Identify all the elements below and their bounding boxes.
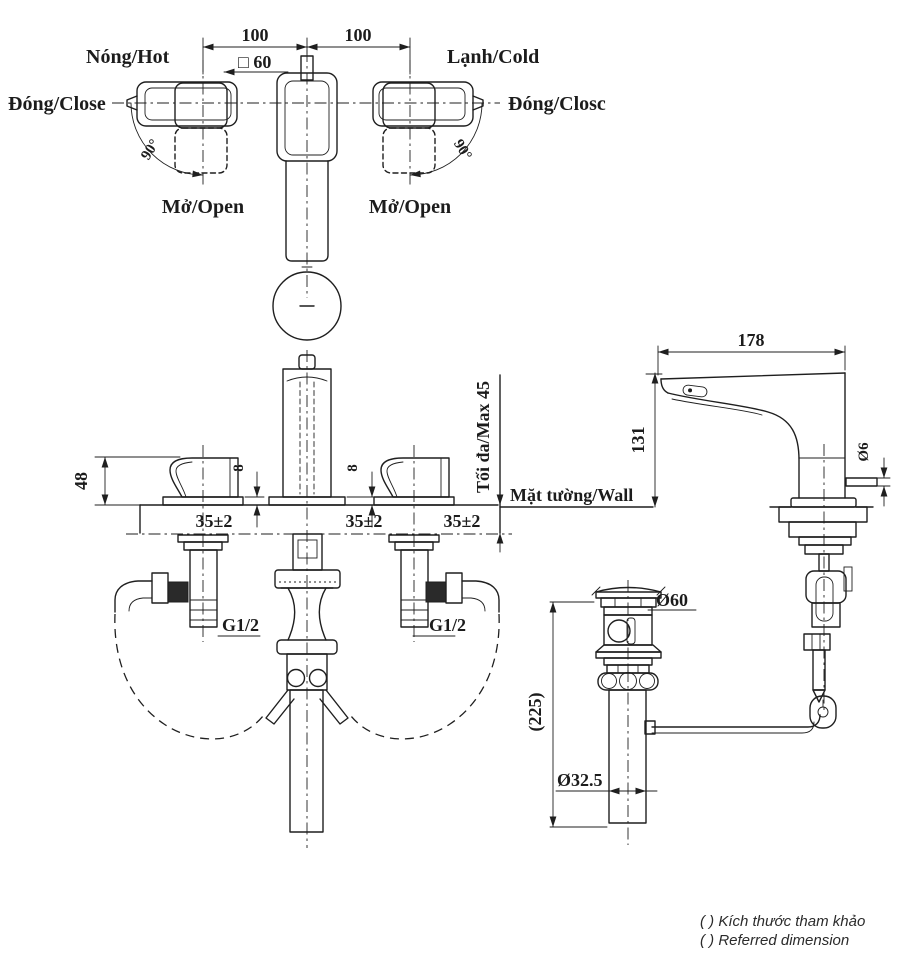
thread-left-label: G1/2 [222, 615, 259, 635]
tailpipe [289, 689, 324, 833]
right-handle-top [372, 81, 484, 174]
side-view: 178 131 Ø6 Ø60 (225) Ø32.5 [525, 330, 891, 845]
drain-side [595, 580, 662, 845]
max-thickness-dim: Tối đa/Max 45 [473, 381, 493, 493]
left-wing [265, 689, 295, 725]
sensor-window [682, 384, 708, 398]
right-shank [350, 534, 500, 740]
spout-reach-dim: 178 [738, 330, 765, 350]
left-handle-top [126, 81, 238, 174]
notes: ( ) Kích thước tham khảo ( ) Referred di… [700, 913, 865, 949]
close-right-label: Đóng/Closc [508, 93, 606, 115]
left-shank [114, 534, 264, 740]
drain-front [265, 533, 349, 833]
deck-thickness-right: 35±2 [444, 511, 481, 531]
lift-rod [845, 477, 878, 487]
close-left-label: Đóng/Close [8, 93, 106, 115]
cold-label: Lạnh/Cold [447, 46, 539, 68]
thread-right-label: G1/2 [429, 615, 466, 635]
spout-height-dim: 131 [628, 427, 648, 454]
top-dimensions [202, 37, 411, 76]
note-vietnamese: ( ) Kích thước tham khảo [700, 913, 865, 930]
handle-square-dim: □ 60 [238, 52, 271, 72]
right-handle-front [380, 457, 450, 498]
left-hose [114, 613, 264, 740]
horizontal-rod [651, 714, 821, 728]
wall-label: Mặt tường/Wall [510, 485, 633, 505]
pitch-left-dim: 100 [242, 25, 269, 45]
lift-rod-dia-dim: Ø6 [856, 442, 872, 462]
plate-height-left-dim: 8 [231, 464, 247, 472]
pitch-right-dim: 100 [345, 25, 372, 45]
spout-front [282, 354, 332, 498]
spout-top [272, 55, 342, 341]
drain-pipe [608, 689, 647, 824]
front-dimensions [94, 456, 504, 637]
aerator-circle [272, 271, 342, 341]
drain-length-dim: (225) [525, 693, 546, 732]
plate-height-center-dim: 8 [345, 464, 361, 472]
drain-cap-dia-dim: Ø60 [656, 590, 688, 610]
hot-label: Nóng/Hot [86, 46, 170, 68]
open-left-label: Mở/Open [162, 196, 244, 218]
open-right-label: Mở/Open [369, 196, 451, 218]
handle-swing-arcs [130, 102, 483, 179]
deck-thickness-center: 35±2 [346, 511, 383, 531]
side-dimensions [549, 345, 891, 828]
handle-height-dim: 48 [71, 472, 91, 490]
rod-knob [644, 720, 656, 735]
right-wing [319, 689, 349, 725]
front-view: 48 8 8 35±2 35±2 35±2 Tối đa/Max 45 Mặt … [71, 350, 654, 848]
top-view: Nóng/Hot Lạnh/Cold Đóng/Close Đóng/Closc… [8, 25, 606, 341]
drain-pipe-dia-dim: Ø32.5 [557, 770, 603, 790]
deck-thickness-left: 35±2 [196, 511, 233, 531]
note-english: ( ) Referred dimension [700, 932, 849, 949]
faucet-side [660, 372, 878, 712]
right-hose [350, 613, 500, 740]
mounting-side [651, 506, 874, 734]
left-handle-front [169, 457, 239, 498]
